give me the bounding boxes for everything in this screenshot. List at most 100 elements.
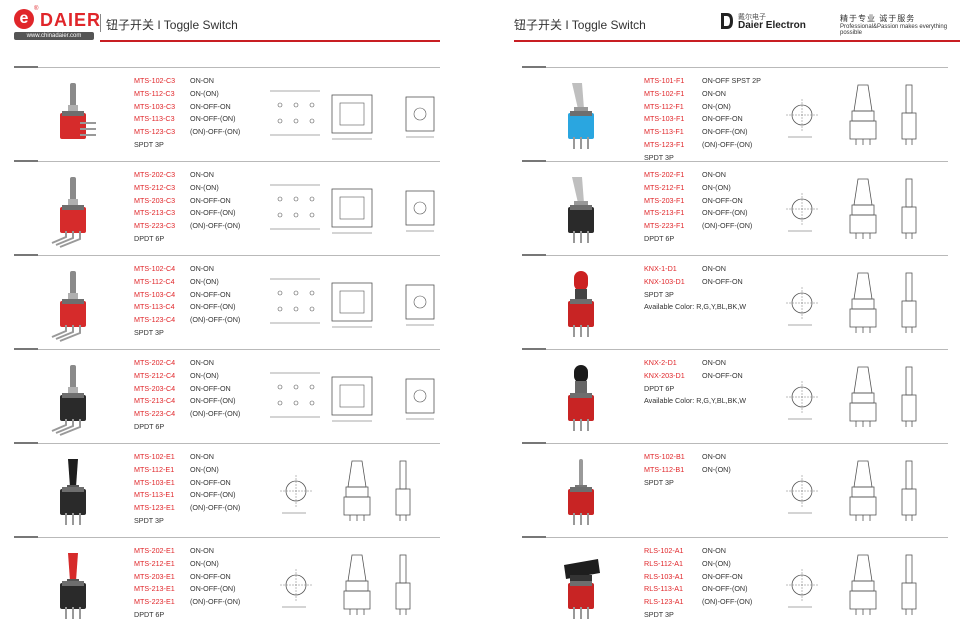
model-code: MTS-202-E1	[134, 546, 175, 555]
switch-function: ON-ON	[702, 452, 726, 461]
dimension-drawing	[772, 363, 944, 429]
row-divider	[14, 66, 440, 68]
row-divider	[14, 348, 440, 350]
switch-function: ON-ON	[190, 76, 214, 85]
model-code: MTS-101-F1	[644, 76, 685, 85]
dimension-drawing	[772, 269, 944, 335]
model-code: MTS-113-F1	[644, 127, 684, 137]
model-code: MTS-212-F1	[644, 182, 685, 192]
model-code: MTS-202-F1	[644, 170, 685, 179]
model-code: MTS-223-E1	[134, 597, 175, 607]
switch-function: ON-OFF-ON	[190, 289, 231, 299]
switch-photo	[552, 551, 612, 621]
model-code: MTS-102-C4	[134, 264, 176, 273]
model-code: RLS-112-A1	[644, 558, 684, 568]
model-code: MTS-102-F1	[644, 88, 685, 98]
model-code: RLS-102-A1	[644, 546, 684, 555]
model-code: KNX-2-D1	[644, 358, 677, 367]
model-line: MTS-103-C4 ON-OFF-ON	[134, 289, 240, 302]
switch-photo	[44, 363, 104, 436]
row-divider	[522, 348, 948, 350]
model-code: MTS-103-C4	[134, 289, 176, 299]
pole-config: SPDT 3P	[644, 152, 674, 162]
brand-url: www.chinadaier.com	[14, 32, 94, 40]
switch-function: ON-OFF-ON	[702, 370, 743, 380]
dimension-drawing	[266, 551, 438, 617]
switch-function: ON-ON	[702, 264, 726, 273]
switch-function: (ON)-OFF-(ON)	[702, 139, 753, 149]
switch-function: ON-OFF-ON	[702, 114, 743, 124]
switch-function: ON-ON	[702, 358, 726, 367]
switch-function: ON-OFF-ON	[190, 477, 231, 487]
model-code: MTS-223-C3	[134, 221, 176, 231]
model-code: MTS-103-C3	[134, 101, 176, 111]
model-code: RLS-113-A1	[644, 584, 684, 594]
model-line: MTS-223-E1(ON)-OFF-(ON)	[134, 596, 240, 609]
model-code: MTS-112-B1	[644, 464, 685, 474]
switch-photo	[552, 81, 612, 151]
switch-function: (ON)-OFF-(ON)	[702, 597, 753, 607]
model-line: MTS-223-F1 (ON)-OFF-(ON)	[644, 220, 752, 233]
switch-function: (ON)-OFF-(ON)	[702, 221, 753, 231]
dimension-drawing	[266, 175, 438, 241]
switch-function: ON-(ON)	[702, 101, 731, 111]
page-header: e ® DAIER www.chinadaier.com 钮子开关 I Togg…	[0, 0, 960, 44]
switch-photo	[552, 457, 612, 527]
pole-config: SPDT 3P	[134, 327, 164, 337]
switch-photo	[44, 551, 104, 621]
switch-function: ON-OFF-ON	[190, 571, 231, 581]
model-line: MTS-101-F1 ON-OFF SPST 2P	[644, 75, 761, 88]
model-code: MTS-112-E1	[134, 464, 175, 474]
switch-function: ON-OFF-ON	[190, 383, 231, 393]
header-rule-left	[100, 40, 440, 42]
model-code: MTS-103-E1	[134, 477, 175, 487]
model-line: MTS-123-F1(ON)-OFF-(ON)	[644, 139, 761, 152]
row-divider	[14, 254, 440, 256]
switch-function: ON-OFF-(ON)	[190, 490, 236, 500]
right-logo-cn: 戴尔电子	[738, 14, 766, 21]
page-title-right: 钮子开关 I Toggle Switch	[514, 18, 646, 32]
model-line: MTS-223-C4(ON)-OFF-(ON)	[134, 408, 240, 421]
switch-function: ON-OFF-ON	[702, 276, 743, 286]
model-line: KNX-2-D1 ON-ON	[644, 357, 746, 370]
right-logo-en: Daier Electron	[738, 20, 806, 31]
switch-function: ON-OFF SPST 2P	[702, 76, 761, 85]
switch-function: (ON)-OFF-(ON)	[190, 409, 241, 419]
model-code: MTS-102-B1	[644, 452, 685, 461]
switch-photo	[44, 81, 104, 151]
row-divider	[522, 254, 948, 256]
model-code: MTS-123-E1	[134, 503, 175, 513]
model-code: MTS-203-E1	[134, 571, 175, 581]
model-code: MTS-223-F1	[644, 221, 685, 231]
model-code: MTS-203-F1	[644, 195, 685, 205]
model-code: MTS-213-E1	[134, 584, 175, 594]
pole-config: SPDT 3P	[644, 477, 674, 487]
